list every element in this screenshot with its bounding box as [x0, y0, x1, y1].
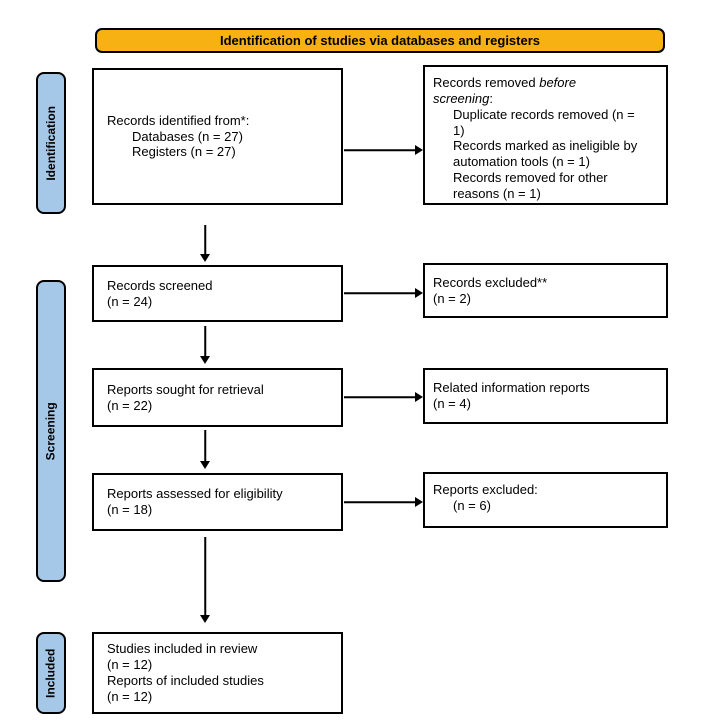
box-studies-included: Studies included in review (n = 12) Repo…: [92, 632, 343, 714]
records-screened-label: Records screened: [107, 277, 213, 293]
arrow-right-screened-to-excluded: [344, 287, 423, 299]
records-identified-heading: Records identified from*:: [107, 112, 250, 128]
arrow-right-sought-to-related: [344, 391, 423, 403]
banner-title: Identification of studies via databases …: [219, 32, 541, 48]
stage-bar-screening: Screening: [36, 280, 66, 582]
arrow-shaft: [204, 430, 206, 462]
reports-included-label: Reports of included studies: [107, 673, 264, 688]
reports-included-count: (n = 12): [107, 688, 153, 704]
stage-label-screening: Screening: [43, 401, 58, 461]
arrow-down-sought-to-assessed: [199, 430, 211, 469]
box-records-screened: Records screened (n = 24): [92, 265, 343, 322]
records-removed-heading-prefix: Records removed: [433, 75, 540, 90]
reports-excluded-label: Reports excluded:: [433, 482, 538, 497]
stage-bar-identification: Identification: [36, 72, 66, 214]
reports-assessed-label: Reports assessed for eligibility: [107, 486, 283, 502]
banner: Identification of studies via databases …: [95, 28, 665, 53]
box-related-reports: Related information reports (n = 4): [423, 368, 668, 424]
arrow-right-assessed-to-excluded: [344, 496, 423, 508]
arrow-shaft: [204, 537, 206, 616]
arrow-head-icon: [200, 461, 210, 469]
records-excluded-label: Records excluded**: [433, 274, 548, 290]
arrow-down-assessed-to-included: [199, 537, 211, 623]
records-removed-heading-suffix: :: [489, 90, 493, 106]
records-removed-other: Records removed for other reasons (n = 1…: [453, 170, 608, 202]
stage-label-identification: Identification: [43, 105, 58, 181]
reports-assessed-count: (n = 18): [107, 502, 153, 517]
arrow-right-identified-to-removed: [344, 144, 423, 156]
related-reports-label: Related information reports: [433, 380, 590, 396]
records-identified-databases: Databases (n = 27): [132, 128, 243, 144]
arrow-shaft: [344, 396, 416, 398]
arrow-down-identified-to-screened: [199, 225, 211, 262]
arrow-head-icon: [200, 615, 210, 623]
records-removed-heading: Records removed before screening:: [433, 75, 598, 107]
stage-label-included: Included: [43, 648, 58, 698]
arrow-shaft: [204, 225, 206, 255]
records-removed-duplicates: Duplicate records removed (n = 1): [453, 106, 635, 138]
arrow-head-icon: [200, 254, 210, 262]
arrow-head-icon: [415, 497, 423, 507]
box-reports-assessed: Reports assessed for eligibility (n = 18…: [92, 473, 343, 531]
box-records-excluded: Records excluded** (n = 2): [423, 263, 668, 318]
arrow-head-icon: [415, 145, 423, 155]
records-screened-count: (n = 24): [107, 293, 153, 309]
records-excluded-count: (n = 2): [433, 290, 471, 306]
arrow-head-icon: [415, 392, 423, 402]
related-reports-count: (n = 4): [433, 396, 471, 411]
stage-bar-included: Included: [36, 632, 66, 714]
arrow-shaft: [344, 292, 416, 294]
arrow-head-icon: [415, 288, 423, 298]
studies-included-count: (n = 12): [107, 657, 153, 673]
arrow-down-screened-to-sought: [199, 326, 211, 364]
arrow-shaft: [344, 501, 416, 503]
records-identified-registers: Registers (n = 27): [132, 144, 236, 160]
arrow-shaft: [344, 149, 416, 151]
arrow-head-icon: [200, 356, 210, 364]
records-removed-heading-italic: before screening: [433, 75, 577, 106]
box-reports-excluded: Reports excluded: (n = 6): [423, 472, 668, 528]
reports-sought-count: (n = 22): [107, 397, 153, 413]
box-records-identified: Records identified from*: Databases (n =…: [92, 68, 343, 205]
box-reports-sought: Reports sought for retrieval (n = 22): [92, 368, 343, 427]
reports-sought-label: Reports sought for retrieval: [107, 381, 264, 397]
arrow-shaft: [204, 326, 206, 357]
box-records-removed: Records removed before screening: Duplic…: [423, 65, 668, 205]
records-removed-automation: Records marked as ineligible by automati…: [453, 138, 638, 170]
studies-included-label: Studies included in review: [107, 641, 258, 657]
reports-excluded-count: (n = 6): [453, 497, 491, 513]
